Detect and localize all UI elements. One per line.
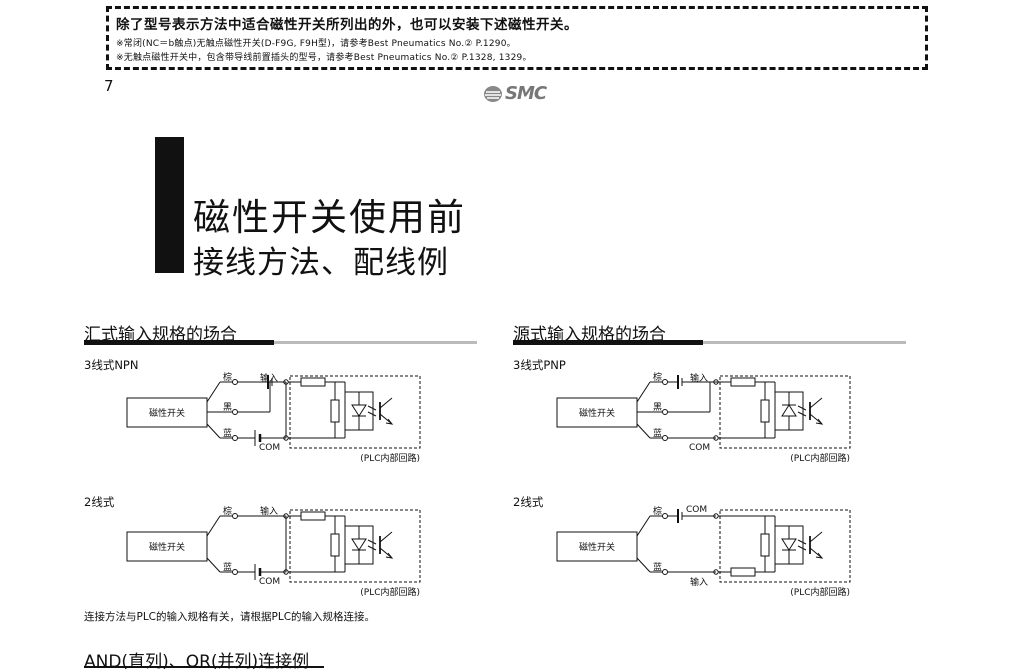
- input-label: 输入: [260, 505, 278, 517]
- notice-title: 除了型号表示方法中适合磁性开关所列出的外，也可以安装下述磁性开关。: [116, 17, 578, 33]
- sink-3wire-label: 3线式NPN: [84, 358, 139, 372]
- smc-logo-icon: [484, 85, 502, 102]
- page-title: 磁性开关使用前: [193, 196, 466, 239]
- brown-label: 棕: [653, 371, 662, 383]
- input-label: 输入: [690, 576, 708, 588]
- source-2wire-label: 2线式: [513, 495, 544, 509]
- brown-label: 棕: [223, 505, 232, 517]
- switch-box: [126, 531, 208, 562]
- title-bar: [155, 137, 184, 273]
- input-label: 输入: [690, 372, 708, 384]
- com-label: COM: [686, 505, 707, 515]
- switch-label: 磁性开关: [149, 541, 185, 553]
- page-number: 7: [104, 77, 114, 95]
- sink-2wire-diagram: 磁性开关 棕 蓝 输入 COM (PLC内部回路): [126, 505, 421, 598]
- com-label: COM: [259, 443, 280, 453]
- brown-label: 棕: [223, 371, 232, 383]
- blue-label: 蓝: [653, 561, 662, 573]
- black-label: 黑: [653, 402, 662, 413]
- blue-label: 蓝: [653, 427, 662, 439]
- notice-line-1: ※常闭(NC＝b触点)无触点磁性开关(D-F9G, F9H型)，请参考Best …: [116, 39, 516, 49]
- plc-label: (PLC内部回路): [790, 586, 850, 598]
- switch-label: 磁性开关: [579, 407, 615, 419]
- sink-rule-thick: [84, 340, 274, 345]
- input-label: 输入: [260, 372, 278, 384]
- wiring-note: 连接方法与PLC的输入规格有关，请根据PLC的输入规格连接。: [84, 611, 376, 623]
- switch-label: 磁性开关: [149, 407, 185, 419]
- smc-logo-text: SMC: [505, 83, 547, 104]
- notice-box: [106, 6, 928, 70]
- sink-3wire-diagram: 磁性开关 棕 黑 蓝 输入 COM (PLC内部回路): [126, 371, 421, 464]
- plc-internal-box: [289, 375, 421, 449]
- page-subtitle: 接线方法、配线例: [193, 245, 449, 281]
- switch-label: 磁性开关: [579, 541, 615, 553]
- sink-2wire-label: 2线式: [84, 495, 115, 509]
- bottom-rule: [84, 666, 324, 668]
- com-label: COM: [259, 577, 280, 587]
- plc-label: (PLC内部回路): [790, 452, 850, 464]
- plc-internal-box: [719, 375, 851, 449]
- plc-label: (PLC内部回路): [360, 586, 420, 598]
- source-rule-thin: [703, 341, 906, 344]
- black-label: 黑: [223, 402, 232, 413]
- switch-box: [556, 531, 638, 562]
- plc-internal-box: [289, 509, 421, 583]
- blue-label: 蓝: [223, 561, 232, 573]
- plc-internal-box: [719, 509, 851, 583]
- sink-rule-thin: [274, 341, 477, 344]
- com-label: COM: [689, 443, 710, 453]
- connection-example-heading: AND(直列)、OR(并列)连接例: [84, 652, 310, 672]
- source-3wire-diagram: 磁性开关 棕 黑 蓝 输入 COM (PLC内部回路): [556, 371, 851, 464]
- source-rule-thick: [513, 340, 703, 345]
- blue-label: 蓝: [223, 427, 232, 439]
- notice-line-2: ※无触点磁性开关中，包含带导线前置插头的型号，请参考Best Pneumatic…: [116, 53, 532, 63]
- brown-label: 棕: [653, 505, 662, 517]
- plc-label: (PLC内部回路): [360, 452, 420, 464]
- source-2wire-diagram: 磁性开关 棕 蓝 COM 输入 (PLC内部回路): [556, 505, 851, 598]
- smc-logo: SMC: [483, 83, 547, 104]
- source-3wire-label: 3线式PNP: [513, 358, 566, 372]
